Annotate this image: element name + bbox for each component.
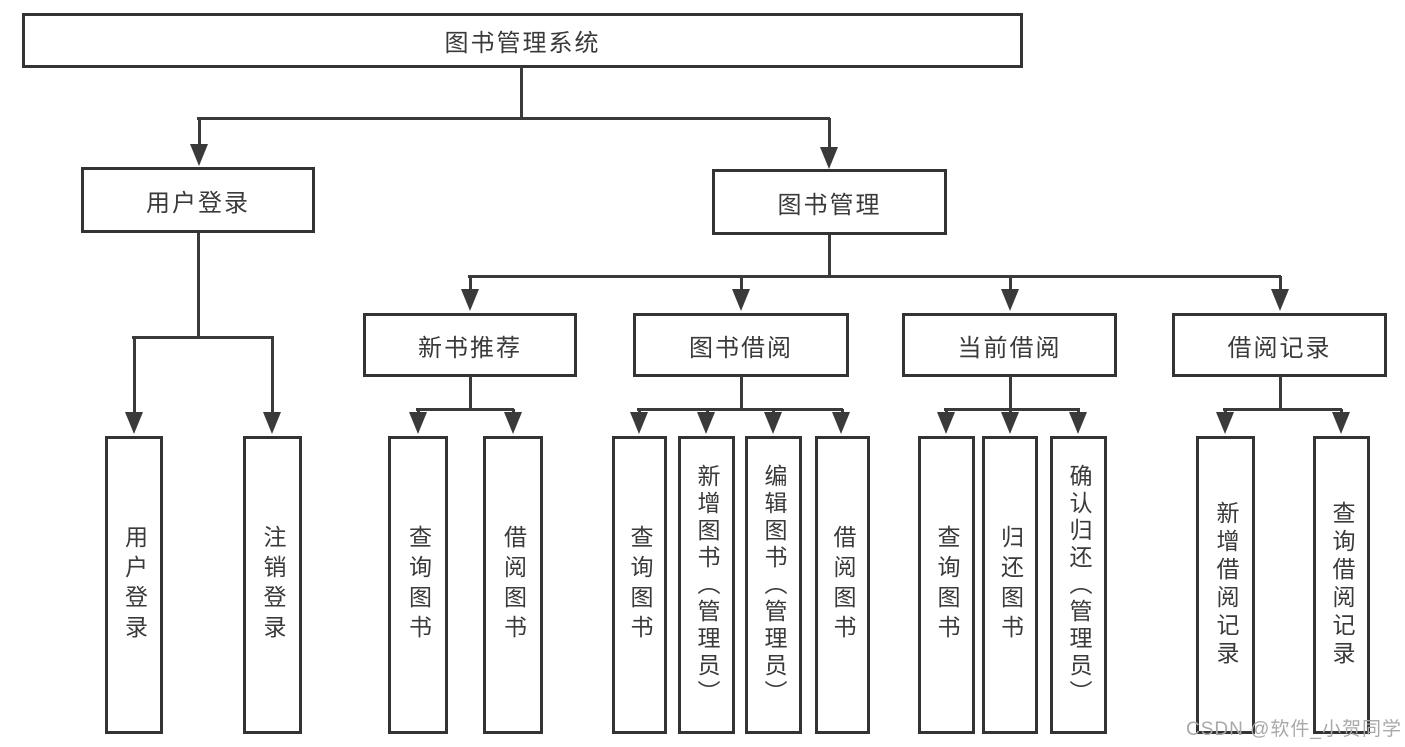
arrowhead-down-icon (832, 412, 850, 434)
connector-line (740, 376, 743, 410)
connector-line (469, 376, 472, 410)
leaf-confirm-return-admin: 确认归还（管理员） (1050, 436, 1107, 734)
arrowhead-down-icon (125, 412, 143, 434)
leaf-logout: 注销登录 (243, 436, 302, 734)
node-library-system: 图书管理系统 (22, 13, 1023, 68)
connector-line (197, 233, 200, 338)
node-borrow-records: 借阅记录 (1172, 313, 1387, 377)
connector-line (271, 337, 274, 414)
arrowhead-down-icon (409, 412, 427, 434)
node-book-management: 图书管理 (712, 169, 947, 235)
arrowhead-down-icon (461, 289, 479, 311)
arrowhead-down-icon (764, 412, 782, 434)
arrowhead-down-icon (190, 144, 208, 166)
leaf-add-borrow-record: 新增借阅记录 (1196, 436, 1255, 734)
connector-line (468, 275, 1281, 278)
arrowhead-down-icon (263, 412, 281, 434)
node-user-login: 用户登录 (81, 167, 315, 233)
node-current-borrow-label: 当前借阅 (957, 334, 1062, 362)
leaf-add-books-admin: 新增图书（管理员） (678, 436, 735, 734)
connector-line (944, 408, 1080, 411)
arrowhead-down-icon (1332, 412, 1350, 434)
leaf-borrow-query-books: 查询图书 (612, 436, 667, 734)
leaf-query-borrow-record: 查询借阅记录 (1313, 436, 1370, 734)
arrowhead-down-icon (1216, 412, 1234, 434)
leaf-logout-label: 注销登录 (260, 525, 286, 645)
node-user-login-label: 用户登录 (146, 189, 250, 217)
connector-line (469, 276, 472, 293)
leaf-recommend-borrow-books-label: 借阅图书 (500, 525, 527, 645)
leaf-current-query-books-label: 查询图书 (934, 525, 960, 645)
connector-line (1223, 408, 1342, 411)
leaf-edit-books-admin-label: 编辑图书（管理员） (761, 463, 787, 707)
leaf-add-borrow-record-label: 新增借阅记录 (1213, 501, 1239, 669)
arrowhead-down-icon (1069, 412, 1087, 434)
arrowhead-down-icon (820, 147, 838, 169)
arrowhead-down-icon (630, 412, 648, 434)
csdn-watermark: CSDN @软件_小贺同学 (1186, 719, 1402, 740)
arrowhead-down-icon (1271, 289, 1289, 311)
arrowhead-down-icon (937, 412, 955, 434)
connector-line (197, 117, 830, 120)
arrowhead-down-icon (732, 289, 750, 311)
connector-line (828, 118, 831, 149)
connector-line (740, 276, 743, 293)
connector-line (1009, 276, 1012, 293)
connector-line (133, 337, 136, 414)
leaf-recommend-query-books: 查询图书 (388, 436, 448, 734)
node-book-borrow: 图书借阅 (633, 313, 849, 377)
connector-line (828, 235, 831, 277)
node-borrow-records-label: 借阅记录 (1227, 334, 1332, 362)
arrowhead-down-icon (504, 412, 522, 434)
connector-line (1009, 376, 1012, 410)
node-new-book-recommend-label: 新书推荐 (418, 334, 522, 362)
arrowhead-down-icon (697, 412, 715, 434)
leaf-user-login: 用户登录 (105, 436, 163, 734)
leaf-borrow-books-label: 借阅图书 (830, 525, 856, 645)
connector-line (520, 66, 523, 118)
node-new-book-recommend: 新书推荐 (363, 313, 577, 377)
leaf-confirm-return-admin-label: 确认归还（管理员） (1066, 463, 1092, 707)
node-book-borrow-label: 图书借阅 (689, 334, 793, 362)
leaf-add-books-admin-label: 新增图书（管理员） (694, 463, 720, 707)
leaf-borrow-books: 借阅图书 (815, 436, 870, 734)
connector-line (1279, 276, 1282, 293)
connector-line (198, 118, 201, 146)
leaf-recommend-borrow-books: 借阅图书 (483, 436, 543, 734)
node-current-borrow: 当前借阅 (902, 313, 1117, 377)
leaf-borrow-query-books-label: 查询图书 (627, 525, 653, 645)
leaf-edit-books-admin: 编辑图书（管理员） (745, 436, 802, 734)
leaf-user-login-label: 用户登录 (121, 525, 148, 645)
leaf-query-borrow-record-label: 查询借阅记录 (1329, 501, 1355, 669)
node-library-system-label: 图书管理系统 (444, 30, 601, 57)
connector-line (1279, 376, 1282, 410)
leaf-return-books-label: 归还图书 (997, 525, 1024, 645)
arrowhead-down-icon (1001, 412, 1019, 434)
connector-line (132, 336, 274, 339)
leaf-return-books: 归还图书 (982, 436, 1038, 734)
connector-line (416, 408, 514, 411)
node-book-management-label: 图书管理 (777, 191, 882, 219)
leaf-recommend-query-books-label: 查询图书 (405, 525, 432, 645)
leaf-current-query-books: 查询图书 (918, 436, 975, 734)
arrowhead-down-icon (1001, 289, 1019, 311)
